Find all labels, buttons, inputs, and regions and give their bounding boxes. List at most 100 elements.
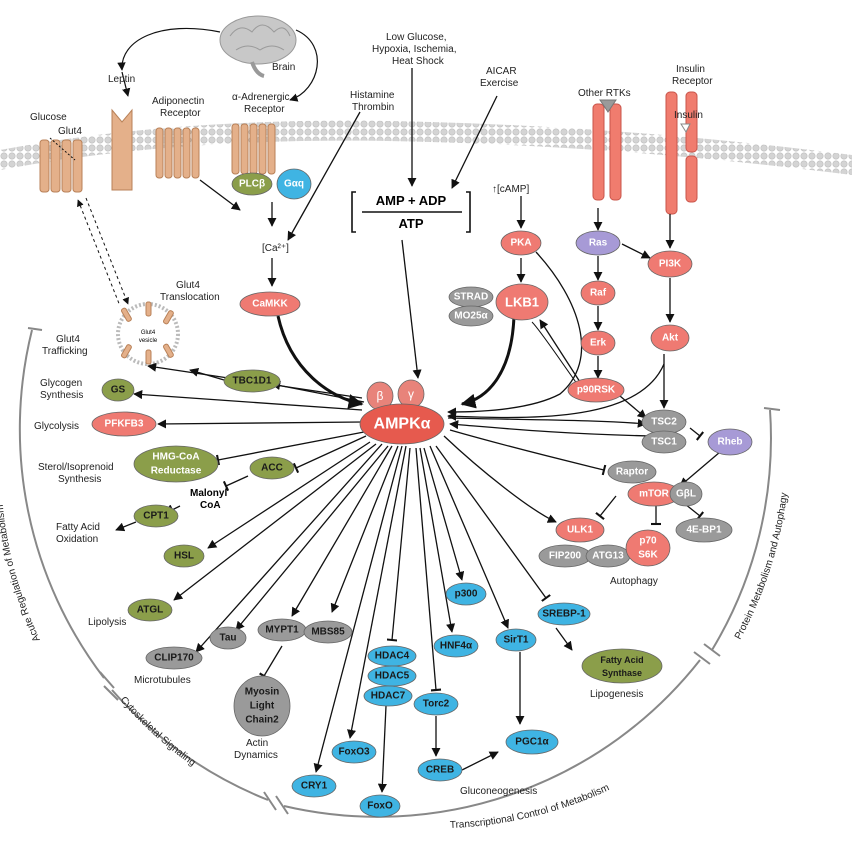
- arc-acute-regulation: [18, 329, 105, 679]
- edge-ampk-p300: [423, 447, 465, 581]
- node-ebp1-label: 4E-BP1: [686, 525, 721, 536]
- ca-label: [Ca²⁺]: [262, 243, 289, 254]
- node-raptor-label: Raptor: [616, 467, 648, 478]
- node-ulk1: [555, 517, 605, 543]
- node-hmgcoa-label-2: Reductase: [151, 466, 202, 477]
- node-mlc2-label-1: Myosin: [245, 687, 279, 698]
- node-mypt1-label: MYPT1: [265, 625, 299, 636]
- brain-label: Brain: [272, 62, 295, 73]
- label-fao-1: Fatty Acid: [56, 522, 100, 533]
- node-rheb-label: Rheb: [718, 437, 743, 448]
- node-foxo-label: FoxO: [367, 801, 393, 812]
- node-erk-label: Erk: [590, 338, 607, 349]
- process-labels: Glut4 Trafficking Glycogen Synthesis Gly…: [34, 334, 658, 797]
- node-hdac5-label: HDAC5: [375, 671, 410, 682]
- node-hsl-label: HSL: [174, 551, 194, 562]
- glucose-label: Glucose: [30, 112, 67, 123]
- low-glucose-label-2: Hypoxia, Ischemia,: [372, 44, 456, 55]
- edge-ampk-tau: [235, 445, 389, 631]
- node-pka-label: PKA: [510, 238, 531, 249]
- node-gaq: [276, 168, 312, 200]
- node-mo25: [448, 305, 494, 327]
- node-atgl-label: ATGL: [137, 605, 163, 616]
- node-atg13-label: ATG13: [592, 551, 624, 562]
- edge-creb-pgc1a: [461, 751, 499, 771]
- node-hnf4a: [433, 634, 479, 658]
- edge-brain-leptin: [117, 27, 221, 71]
- node-p300-label: p300: [455, 589, 478, 600]
- node-fas: [581, 648, 663, 684]
- node-mlc2-label-2: Light: [250, 701, 275, 712]
- node-clip170: [145, 646, 203, 670]
- insulin-icon: [680, 123, 691, 134]
- node-foxo3-label: FoxO3: [338, 747, 370, 758]
- node-pfkfb3: [91, 411, 157, 437]
- node-ras-label: Ras: [589, 238, 608, 249]
- glut4-translocation-label-1: Glut4: [176, 280, 200, 291]
- edge-p90rsk-lkb1-b: [531, 321, 581, 389]
- edge-glucose-dashed: [49, 137, 76, 161]
- edge-amp-ampk: [401, 239, 422, 379]
- node-plcb: [231, 172, 273, 196]
- node-rheb: [707, 428, 753, 456]
- glut4-vesicle: Glut4 vesicle: [116, 301, 180, 366]
- insulin-receptor-label-2: Receptor: [672, 76, 713, 87]
- node-ebp1: [675, 517, 733, 543]
- adrenergic-label-2: Receptor: [244, 104, 285, 115]
- edge-ampk-tbc1d1: [271, 381, 365, 403]
- label-lipolysis: Lipolysis: [88, 617, 126, 628]
- node-p70s6k-label-2: S6K: [638, 550, 658, 561]
- node-foxo3: [331, 740, 377, 764]
- label-glycogen-2: Synthesis: [40, 390, 83, 401]
- edge-tbc1d1-vesicle: [189, 367, 225, 381]
- node-cpt1: [133, 504, 179, 528]
- node-tau: [209, 626, 247, 650]
- node-pi3k-label: PI3K: [659, 259, 682, 270]
- node-p70s6k: [625, 529, 671, 567]
- edge-glut4-dashed-2: [85, 197, 129, 305]
- glut4-translocation-label-2: Translocation: [160, 292, 220, 303]
- node-mo25-label: MO25α: [454, 311, 488, 322]
- node-gs-label: GS: [111, 385, 126, 396]
- aicar-label: AICAR: [486, 66, 517, 77]
- edge-ampk-hmgcoa: [215, 431, 365, 466]
- edge-ampk-acc: [292, 435, 367, 474]
- glut4-label: Glut4: [58, 126, 82, 137]
- amp-adp-atp-ratio: AMP + ADP ATP: [351, 191, 471, 233]
- label-microtubules: Microtubules: [134, 675, 191, 686]
- node-torc2: [413, 692, 459, 716]
- label-actin-2: Dynamics: [234, 750, 278, 761]
- node-lkb1: [495, 283, 549, 321]
- node-gbl: [669, 481, 703, 507]
- node-srebp1: [537, 602, 591, 626]
- edge-ampk-cry1: [313, 445, 403, 773]
- edge-glut4-dashed-1: [77, 199, 121, 307]
- node-cry1-label: CRY1: [301, 781, 328, 792]
- edge-ampk-hsl: [207, 441, 371, 549]
- node-plcb-label: PLCβ: [239, 179, 265, 190]
- node-gaq-label: Gαq: [284, 179, 304, 190]
- vesicle-label-2: vesicle: [139, 338, 158, 344]
- arc-label-cytoskeletal: Cytoskeletal Signaling: [118, 695, 198, 769]
- label-actin-1: Actin: [246, 738, 268, 749]
- label-sterol-1: Sterol/Isoprenoid: [38, 462, 114, 473]
- edge-ampk-torc2: [415, 447, 442, 692]
- edge-ampk-hdac: [386, 447, 411, 642]
- node-pka: [500, 230, 542, 256]
- node-tsc2-label: TSC2: [651, 417, 677, 428]
- node-srebp1-label: SREBP-1: [542, 609, 586, 620]
- node-lkb1-label: LKB1: [505, 295, 539, 310]
- node-mtor-label: mTOR: [639, 489, 670, 500]
- node-cry1: [291, 774, 337, 798]
- edge-ampk-gs: [133, 390, 363, 411]
- edge-akt-ampk: [447, 363, 665, 421]
- node-gbl-label: GβL: [676, 489, 696, 500]
- insulin-receptor-label-1: Insulin: [676, 64, 705, 75]
- node-sirt1: [495, 628, 537, 652]
- edge-ampk-hnf4a: [419, 447, 456, 633]
- label-glycolysis: Glycolysis: [34, 421, 79, 432]
- node-tsc1-label: TSC1: [651, 437, 677, 448]
